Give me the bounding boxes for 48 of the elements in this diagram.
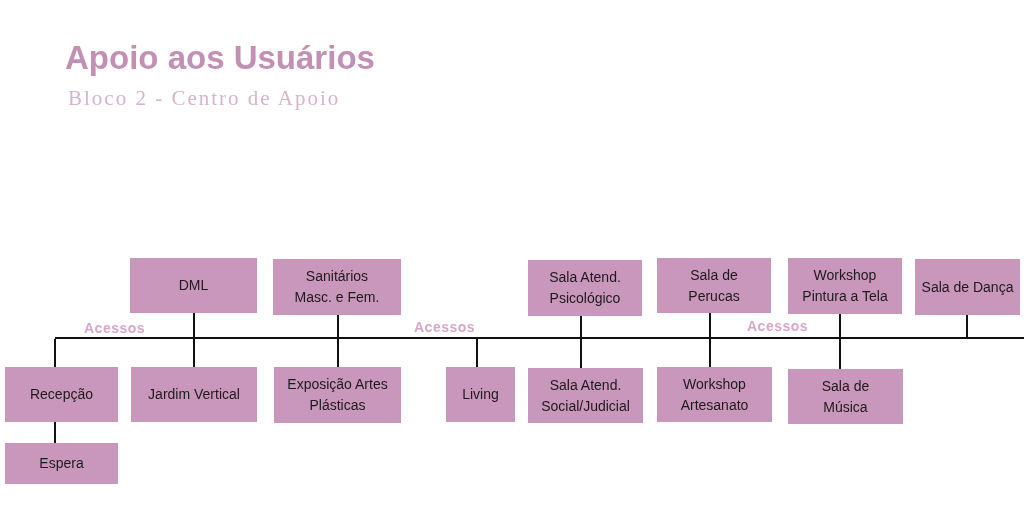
connector-line <box>839 338 841 370</box>
room-label: Sala de Música <box>820 376 871 417</box>
room-box <box>528 260 642 316</box>
room-box <box>657 367 772 422</box>
connector-line <box>337 314 339 338</box>
room-box <box>274 367 401 423</box>
connector-line <box>54 338 56 368</box>
room-box <box>130 258 257 313</box>
diagram-subtitle: Bloco 2 - Centro de Apoio <box>68 86 341 110</box>
room-label: Sala de Dança <box>921 277 1014 297</box>
corridor-label: Acessos <box>747 319 809 334</box>
room-box <box>788 369 903 424</box>
corridor-label: Acessos <box>84 321 146 336</box>
room-label: Sanitários Masc. e Fem. <box>293 267 381 307</box>
connector-line <box>580 338 582 369</box>
room-box <box>528 368 643 423</box>
connector-line <box>709 338 711 368</box>
room-label: Recepção <box>29 385 93 404</box>
room-box <box>446 367 515 422</box>
room-box <box>657 258 771 313</box>
connector-line <box>193 338 195 368</box>
room-label: Jardim Vertical <box>148 385 240 404</box>
room-box <box>131 367 257 422</box>
room-box <box>273 259 401 315</box>
room-box <box>788 258 902 314</box>
room-box <box>5 367 118 422</box>
room-box <box>5 443 118 484</box>
connector-line <box>966 314 968 338</box>
connector-line <box>839 313 841 338</box>
connector-line <box>54 421 56 444</box>
room-label: Sala Atend. Social/Judicial <box>540 375 631 416</box>
room-label: Espera <box>39 454 84 473</box>
connector-line <box>709 312 711 338</box>
room-box <box>915 259 1020 315</box>
room-label: Sala Atend. Psicológico <box>548 268 622 308</box>
room-label: DML <box>178 276 209 295</box>
room-label: Living <box>462 385 499 404</box>
room-label: Sala de Perucas <box>687 265 741 306</box>
connector-line <box>580 315 582 338</box>
room-label: Exposição Artes Plásticas <box>286 375 389 415</box>
corridor-line <box>55 337 1024 339</box>
connector-line <box>337 338 339 368</box>
room-label: Workshop Artesanato <box>679 374 750 415</box>
connector-line <box>476 338 478 368</box>
corridor-label: Acessos <box>414 320 476 335</box>
connector-line <box>193 312 195 338</box>
room-label: Workshop Pintura a Tela <box>801 266 889 306</box>
diagram-title: Apoio aos Usuários <box>65 39 375 77</box>
